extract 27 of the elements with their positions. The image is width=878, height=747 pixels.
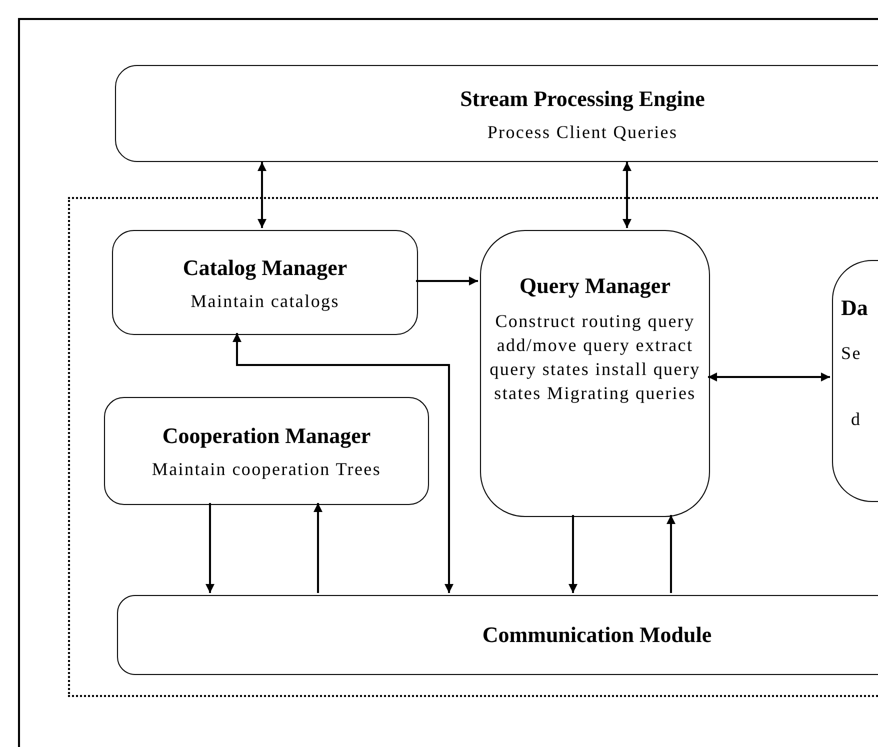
- component-title: Communication Module: [482, 621, 712, 649]
- arrow: [416, 276, 478, 286]
- component-box: [115, 65, 878, 162]
- component-title: Stream Processing Engine: [460, 84, 705, 113]
- component-description: Maintain cooperation Trees: [152, 458, 382, 481]
- component-description: Process Client Queries: [487, 120, 678, 144]
- arrow: [666, 515, 676, 593]
- component-description: Se: [841, 342, 862, 365]
- arrow: [708, 372, 830, 382]
- component-box: [104, 397, 429, 505]
- component-box: [117, 595, 878, 675]
- component-box: [480, 230, 710, 517]
- arrow: [232, 333, 454, 593]
- component-title: Cooperation Manager: [162, 422, 371, 450]
- component-description: Maintain catalogs: [190, 290, 340, 312]
- component-title: Query Manager: [520, 272, 670, 300]
- component-description: d: [850, 408, 862, 431]
- arrow: [622, 162, 632, 228]
- arrow: [568, 515, 578, 593]
- arrow: [258, 162, 266, 228]
- component-title: Da: [841, 294, 868, 322]
- arrow: [314, 503, 322, 593]
- component-box: [112, 230, 418, 335]
- boundary-box: [68, 197, 878, 697]
- arrow: [206, 503, 214, 593]
- component-description: Construct routing query add/move query extract query states install query states Migrating queries: [489, 310, 701, 405]
- component-title: Catalog Manager: [182, 254, 348, 282]
